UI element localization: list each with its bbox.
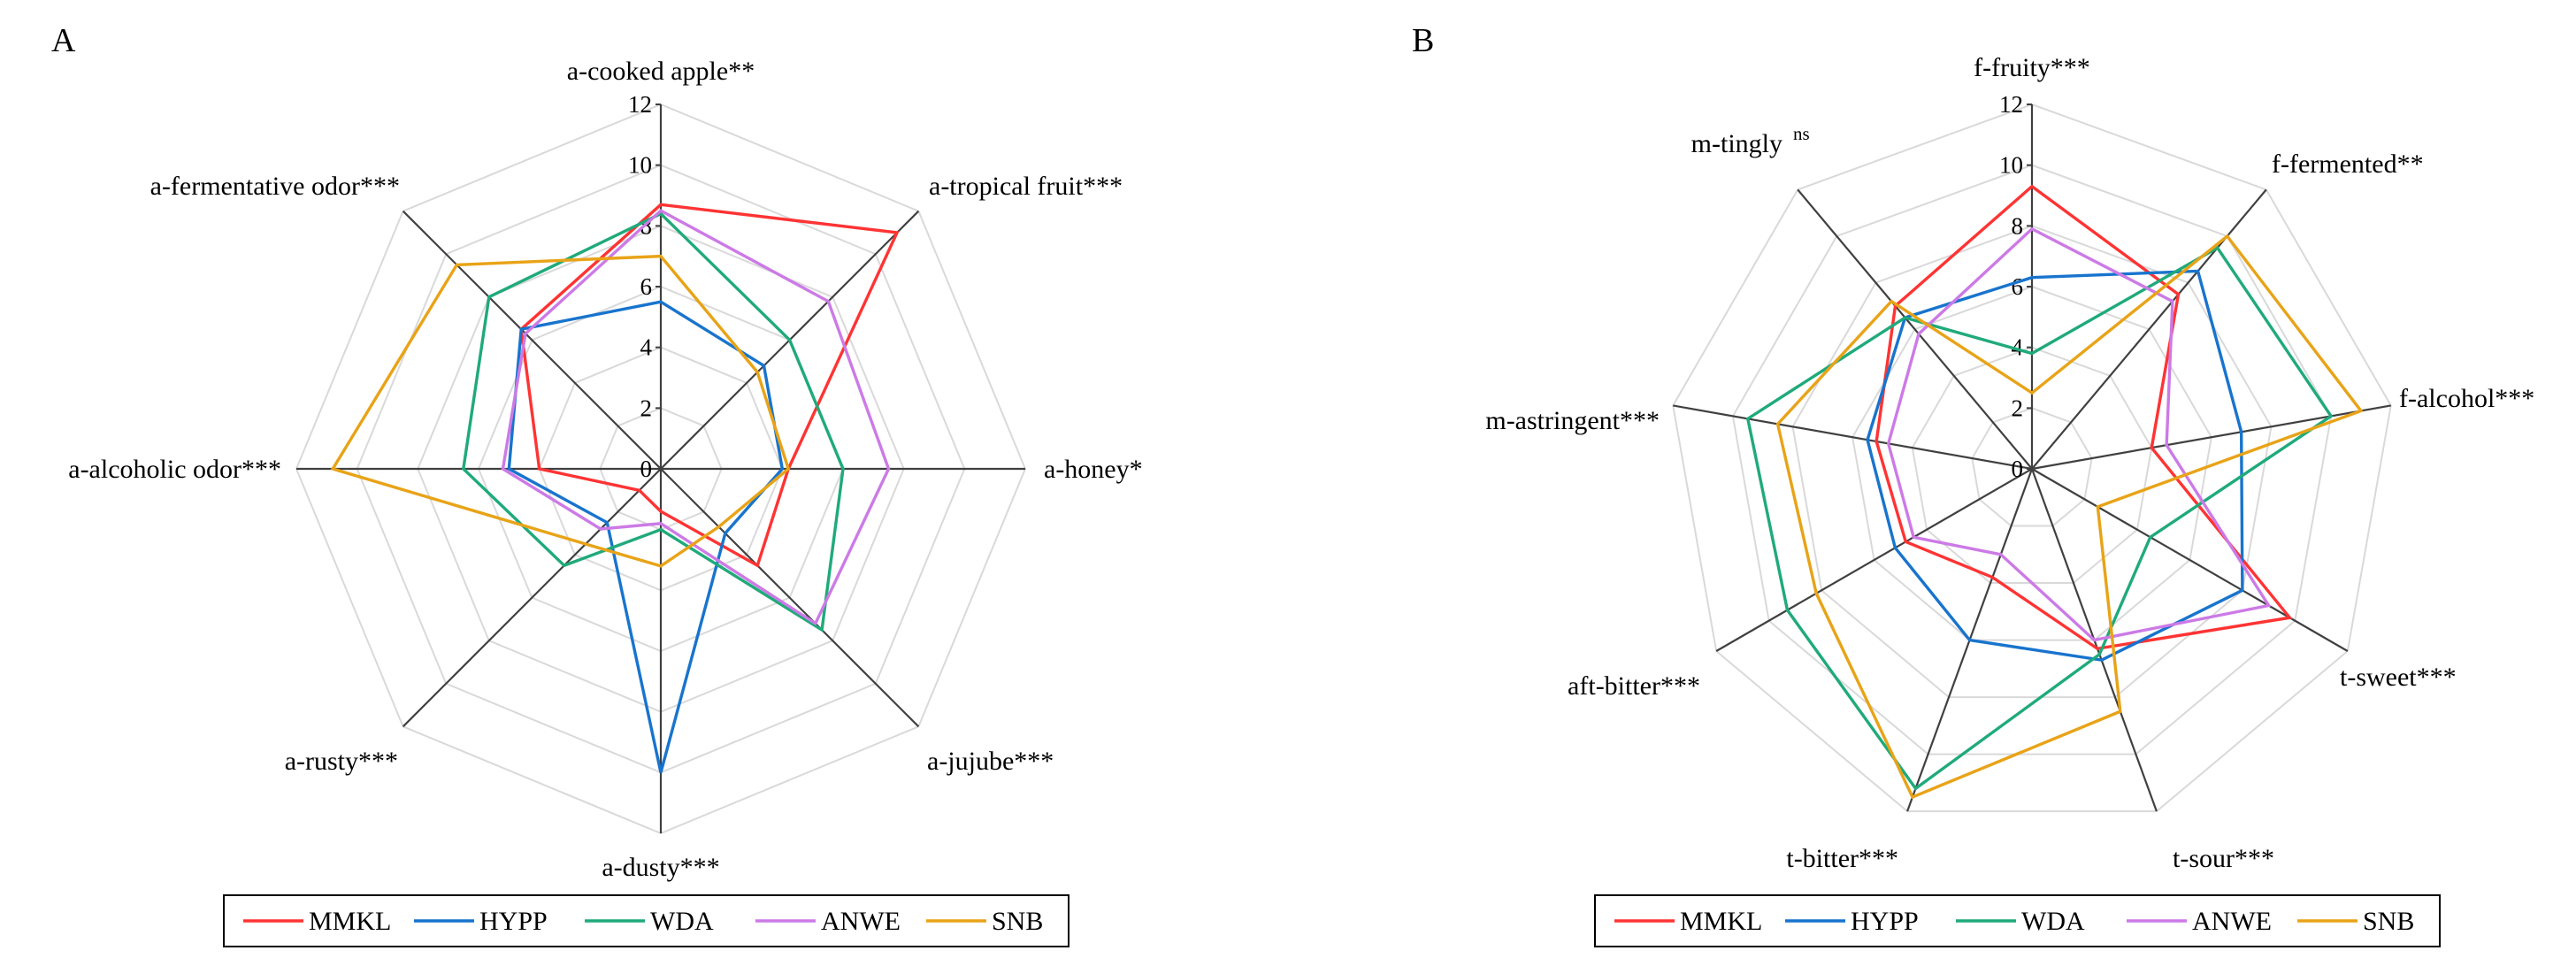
tick-label: 6	[2012, 273, 2024, 300]
axis-label-superscript: ns	[1793, 123, 1810, 144]
axis-label: a-rusty***	[285, 747, 398, 776]
axis-label: a-cooked apple**	[567, 57, 755, 86]
legend-label-snb: SNB	[992, 907, 1043, 936]
series-line-wda	[462, 211, 845, 632]
series-line-snb	[1775, 234, 2364, 800]
tick-label: 2	[640, 395, 653, 421]
panel-letter: B	[1412, 22, 1434, 59]
axis-label: a-honey*	[1044, 455, 1143, 484]
legend-label-hypp: HYPP	[479, 907, 548, 936]
tick-label: 10	[1999, 152, 2023, 179]
legend-label-anwe: ANWE	[821, 907, 901, 936]
series-line-anwe	[501, 209, 891, 626]
tick-label: 10	[628, 152, 652, 179]
axis-label: a-fermentative odor***	[150, 172, 400, 201]
legend-label-mmkl: MMKL	[309, 907, 391, 936]
grid-ring	[1731, 164, 2333, 755]
axis-label: t-bitter***	[1786, 844, 1898, 873]
axis-label: a-alcoholic odor***	[68, 455, 281, 484]
series-line-wda	[1745, 245, 2334, 791]
series-line-snb	[330, 254, 791, 568]
axis-spoke	[402, 210, 662, 470]
legend-label-hypp: HYPP	[1851, 907, 1919, 936]
radar-chart-b: B 0 2 4 6 8 10 12 f-fruity*** f-fermented** f-alco…	[1380, 0, 2576, 966]
series-line-mmkl	[519, 203, 900, 568]
tick-label: 2	[2012, 395, 2024, 421]
axis-label: t-sour***	[2173, 844, 2274, 873]
legend-label-snb: SNB	[2363, 907, 2414, 936]
grid-ring	[1672, 103, 2392, 813]
series-line-anwe	[1886, 226, 2272, 642]
axis-label: aft-bitter***	[1568, 671, 1700, 701]
grid-ring	[1791, 225, 2273, 699]
axis-spoke	[1673, 404, 2033, 471]
axis-label: f-alcohol***	[2399, 384, 2534, 413]
axis-label: m-astringent***	[1485, 406, 1660, 435]
axis-spoke	[2031, 404, 2391, 471]
axis-spoke	[2031, 468, 2349, 652]
axis-spoke	[660, 468, 920, 728]
axis-spoke	[1797, 188, 2033, 470]
tick-label: 4	[2012, 334, 2024, 361]
tick-label: 12	[1999, 91, 2023, 118]
tick-label: 4	[640, 334, 653, 361]
axis-label: t-sweet***	[2340, 663, 2457, 692]
tick-label: 6	[640, 273, 653, 300]
grid-ring	[1971, 407, 2093, 527]
axis-label: f-fruity***	[1974, 53, 2090, 82]
axis-label: f-fermented**	[2272, 150, 2424, 179]
axis-label: a-tropical fruit***	[929, 172, 1123, 201]
axis-label: a-dusty***	[602, 853, 719, 882]
tick-label: 8	[2012, 212, 2024, 239]
axis-spoke	[1715, 468, 2033, 652]
axis-label: a-jujube***	[927, 747, 1054, 776]
legend-label-wda: WDA	[2021, 907, 2085, 936]
axis-spoke	[2031, 188, 2267, 470]
series-line-hypp	[1866, 269, 2244, 662]
axis-label: m-tingly	[1691, 129, 1782, 158]
radar-chart-b-svg: B 0 2 4 6 8 10 12 f-fruity*** f-fermented** f-alco…	[1412, 22, 2534, 947]
tick-label: 0	[640, 456, 653, 482]
legend-label-anwe: ANWE	[2192, 907, 2272, 936]
series-line-mmkl	[1874, 184, 2293, 651]
legend-label-mmkl: MMKL	[1680, 907, 1762, 936]
legend-label-wda: WDA	[650, 907, 714, 936]
tick-label: 0	[2012, 456, 2024, 482]
axis-spoke	[402, 468, 662, 728]
panel-letter: A	[51, 22, 76, 59]
tick-label: 12	[628, 91, 652, 118]
series-line-hypp	[507, 300, 785, 773]
